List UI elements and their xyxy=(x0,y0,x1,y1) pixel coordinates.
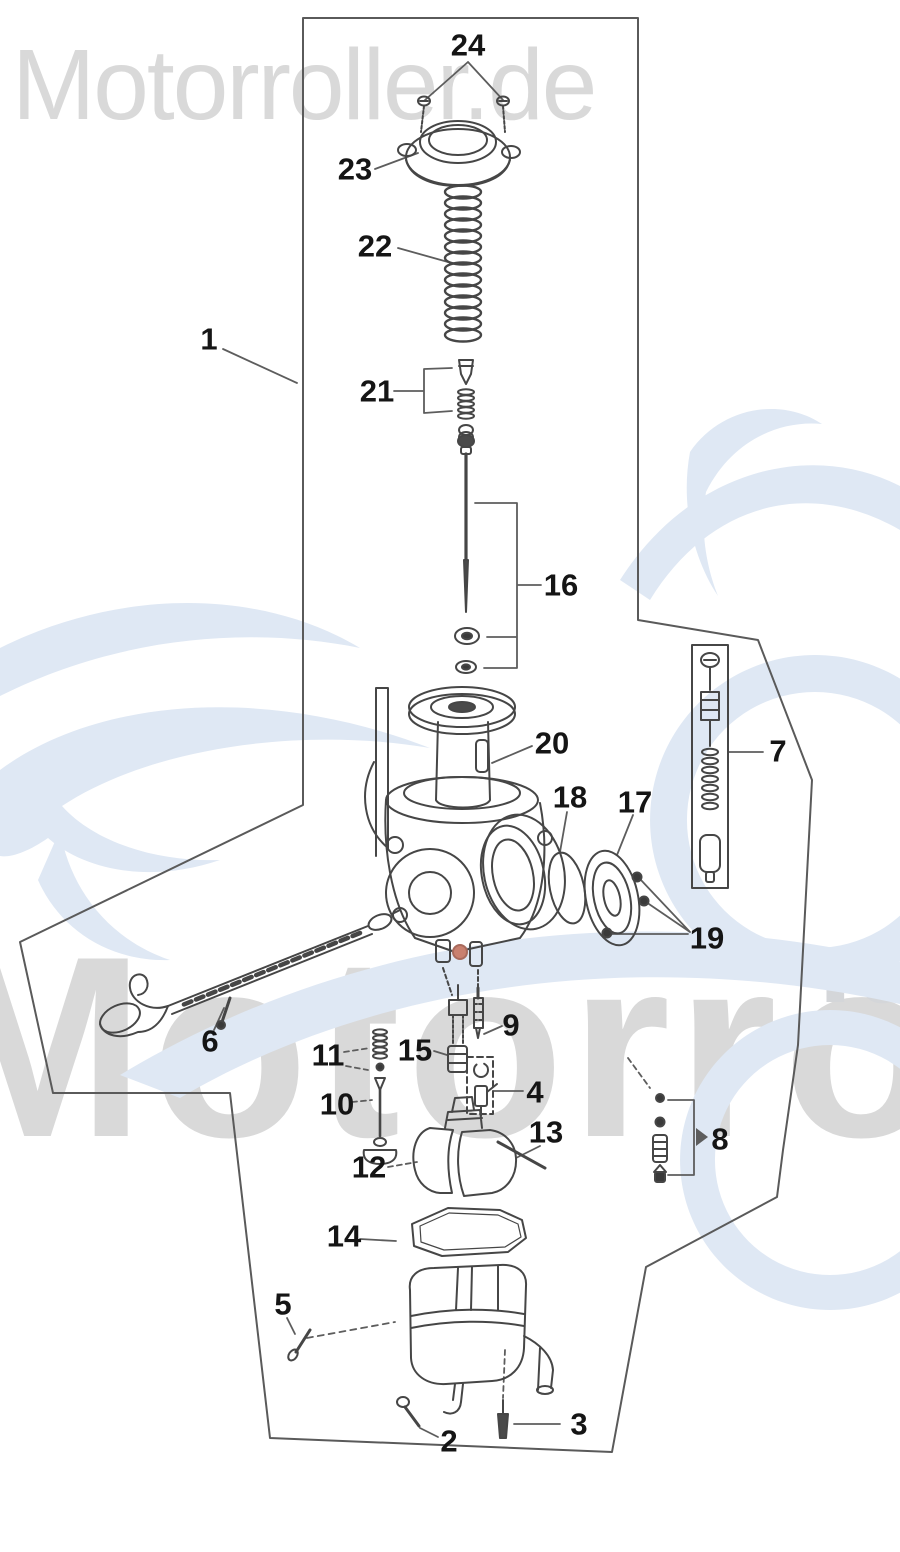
callout-9: 9 xyxy=(502,1007,520,1043)
swoosh-left-tail xyxy=(38,830,170,961)
callout-10: 10 xyxy=(319,1086,355,1122)
callout-4: 4 xyxy=(526,1074,544,1110)
callout-21: 21 xyxy=(359,373,395,409)
jet-needle-icon xyxy=(454,434,480,674)
callout-16: 16 xyxy=(543,567,579,603)
slide-spring-icon xyxy=(443,184,483,343)
callout-3: 3 xyxy=(570,1406,588,1442)
carburetor-body-icon xyxy=(384,776,566,996)
choke-cable-icon xyxy=(99,909,401,1038)
callout-11: 11 xyxy=(311,1037,345,1073)
needle-jet-set-icon xyxy=(652,1093,668,1183)
callout-12: 12 xyxy=(351,1149,387,1185)
callout-20: 20 xyxy=(534,725,570,761)
swoosh-bottom xyxy=(120,931,900,1098)
callout-23: 23 xyxy=(337,151,373,187)
callout-15: 15 xyxy=(397,1032,433,1068)
cover-screw-dots-icon xyxy=(601,871,650,939)
float-icon xyxy=(412,1096,518,1197)
callout-24: 24 xyxy=(450,27,486,63)
diagram-border-outline xyxy=(19,17,813,1453)
swoosh-right-ring xyxy=(650,655,900,985)
diaphragm-cover-icon xyxy=(583,849,641,947)
leader-lines xyxy=(213,61,764,1438)
callout-8-arrowhead xyxy=(696,1128,708,1146)
callout-7: 7 xyxy=(769,733,787,769)
swoosh-center-wing xyxy=(620,465,900,600)
callout-14: 14 xyxy=(326,1218,362,1254)
callout-8: 8 xyxy=(711,1121,729,1157)
callout-17: 17 xyxy=(617,784,653,820)
callout-5: 5 xyxy=(274,1286,292,1322)
callout-18: 18 xyxy=(552,779,588,815)
callout-1: 1 xyxy=(200,321,218,357)
bowl-screws-icon xyxy=(396,1396,509,1439)
cover-screws-icon xyxy=(417,95,510,133)
callout-2: 2 xyxy=(440,1423,458,1459)
jets-icon xyxy=(447,984,484,1073)
vacuum-slide-icon xyxy=(408,686,516,809)
callout-22: 22 xyxy=(357,228,393,264)
swoosh-left-lower xyxy=(0,707,430,873)
overflow-tube-icon xyxy=(364,687,389,857)
idle-screw-assembly-icon xyxy=(691,644,729,889)
callout-19: 19 xyxy=(689,920,725,956)
float-pin-icon xyxy=(496,1140,547,1170)
callout-6: 6 xyxy=(201,1023,219,1059)
float-bowl-icon xyxy=(287,1263,554,1415)
swoosh-bottom-right-ring xyxy=(680,1010,900,1310)
watermark-top-text: Motorroller.de xyxy=(12,29,597,141)
swoosh-center-head xyxy=(686,408,822,596)
callout-13: 13 xyxy=(528,1114,564,1150)
swoosh-left-upper xyxy=(0,603,360,696)
bowl-gasket-icon xyxy=(411,1207,527,1257)
pilot-screw-icon xyxy=(362,1028,398,1165)
